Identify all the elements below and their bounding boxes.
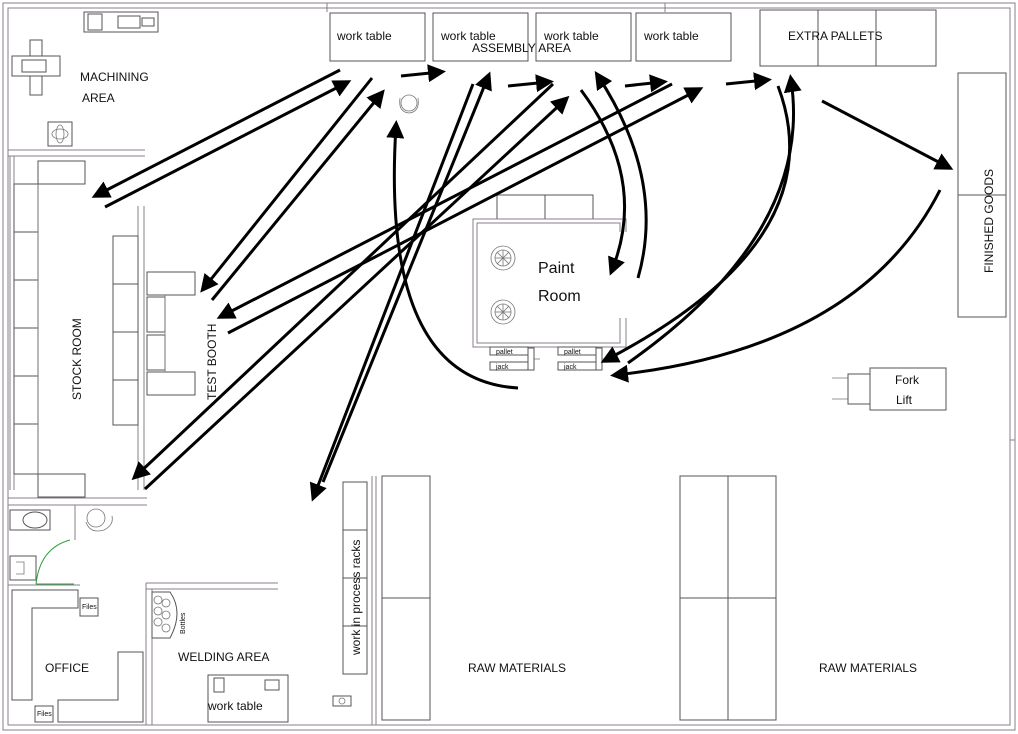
- gas-bottle-icon: [151, 591, 178, 639]
- office-chair-icon: [11, 39, 61, 96]
- paint-room-label: Paint: [538, 260, 575, 277]
- flow-arrow: [821, 99, 954, 170]
- welding-area-label: WELDING AREA: [178, 650, 269, 664]
- raw-materials-label: RAW MATERIALS: [819, 661, 917, 675]
- toilet-icon: [9, 509, 51, 531]
- work-table-4: [635, 12, 732, 62]
- pallet-jack-icon: [557, 346, 606, 371]
- work-table-2: [432, 12, 529, 62]
- wip-racks: [342, 481, 368, 675]
- flow-arrow: [200, 77, 374, 293]
- assembly-area-label: ASSEMBLY AREA: [472, 41, 571, 55]
- pallet-jack-label: pallet: [496, 349, 513, 356]
- raw-materials-racks-left: [381, 475, 431, 721]
- flow-arrow: [104, 80, 352, 209]
- pallet-jack-label-2: jack: [495, 364, 509, 371]
- process-flow-arrows: [91, 64, 954, 502]
- work-table-label: work table: [440, 29, 496, 43]
- welding-work-table-label: work table: [207, 699, 263, 713]
- files-label: Files: [37, 711, 52, 718]
- forklift-icon: [832, 367, 947, 411]
- flow-arrow: [131, 82, 555, 481]
- test-booth-label: TEST BOOTH: [205, 324, 219, 400]
- paint-fan-icon: [490, 299, 516, 325]
- finished-goods-shelves: [957, 72, 1007, 318]
- work-table-label: work table: [543, 29, 599, 43]
- flow-arrow: [227, 87, 704, 335]
- flow-arrow: [600, 85, 792, 363]
- stock-shelves-inner: [112, 235, 139, 426]
- welding-work-table: [207, 674, 289, 723]
- work-table-label: work table: [643, 29, 699, 43]
- office-chair-icon: [85, 508, 113, 532]
- raw-materials-racks-right: [679, 475, 777, 721]
- office-label: OFFICE: [45, 661, 89, 675]
- bottles-label: Bottles: [180, 612, 187, 634]
- test-booth-shelves: [146, 271, 196, 396]
- flow-arrow: [143, 95, 570, 491]
- flow-arrow: [400, 64, 446, 83]
- paint-fan-icon: [490, 245, 516, 271]
- sink-icon: [9, 555, 37, 581]
- extra-pallets: [759, 9, 937, 67]
- work-tables-row: [329, 12, 732, 62]
- fan-icon: [47, 121, 73, 147]
- door-swing: [35, 539, 71, 585]
- wip-racks-label: work in process racks: [349, 540, 363, 656]
- pallet-jack-label-2: jack: [563, 364, 577, 371]
- forklift-label: Fork: [895, 373, 920, 387]
- extra-pallets-label: EXTRA PALLETS: [788, 29, 882, 43]
- flow-arrow: [627, 74, 802, 365]
- raw-materials-label: RAW MATERIALS: [468, 661, 566, 675]
- machine-tool-icon: [83, 11, 159, 33]
- flow-arrow: [91, 68, 341, 198]
- flow-arrow: [594, 70, 648, 279]
- office-desks: [11, 589, 144, 723]
- flow-arrow: [579, 89, 627, 276]
- paint-room-label-2: Room: [538, 288, 581, 305]
- machining-area-label-2: AREA: [82, 91, 115, 105]
- forklift-label-2: Lift: [896, 393, 913, 407]
- stock-room-label: STOCK ROOM: [70, 318, 84, 400]
- stock-shelves-outer: [13, 160, 86, 498]
- flow-arrow: [216, 82, 673, 319]
- flow-arrow: [507, 74, 554, 93]
- vise-icon: [332, 695, 352, 707]
- work-table-1: [329, 12, 426, 62]
- flow-arrow: [725, 72, 772, 91]
- worker-chair-icon: [399, 94, 419, 114]
- paint-room: [472, 194, 627, 348]
- machining-area-label: MACHINING: [80, 70, 149, 84]
- flow-arrow: [610, 189, 942, 383]
- flow-arrow: [386, 120, 519, 390]
- flow-arrow: [210, 89, 385, 301]
- flow-arrow: [624, 74, 668, 93]
- work-table-3: [535, 12, 632, 62]
- pallet-jack-label: pallet: [564, 349, 581, 356]
- finished-goods-label: FINISHED GOODS: [982, 169, 996, 273]
- work-table-label: work table: [336, 29, 392, 43]
- pallet-jack-icon: [489, 346, 540, 371]
- plan-labels: work table work table work table work ta…: [37, 29, 996, 718]
- flow-arrow: [309, 83, 475, 502]
- files-label: Files: [82, 604, 97, 611]
